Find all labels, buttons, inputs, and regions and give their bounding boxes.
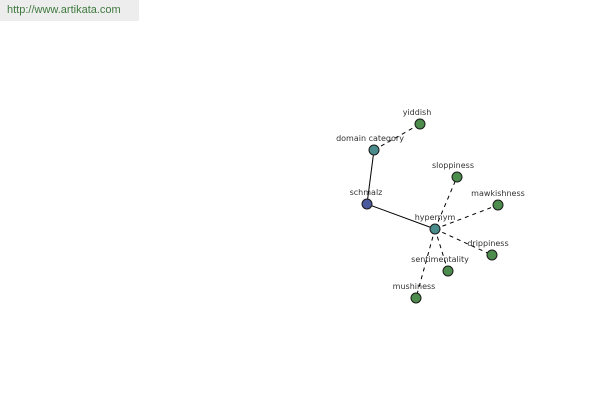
site-url-link[interactable]: http://www.artikata.com (0, 0, 139, 21)
node-label-domain: domain category (336, 134, 404, 143)
node-mawkishness[interactable] (492, 199, 504, 211)
graph-nodes: schmalz domain category yiddish hypernym slo… (336, 108, 525, 304)
node-hypernym[interactable] (429, 223, 441, 235)
node-label-schmalz: schmalz (350, 188, 383, 197)
node-label-sloppiness: sloppiness (432, 161, 474, 170)
edge-hypernym-sloppiness (434, 176, 458, 230)
node-label-hypernym: hypernym (415, 213, 456, 222)
edge-schmalz-hypernym (366, 203, 436, 230)
node-yiddish[interactable] (414, 118, 426, 130)
edge-hypernym-mawkishness (434, 204, 499, 230)
node-label-drippiness: drippiness (467, 239, 508, 248)
node-drippiness[interactable] (486, 249, 498, 261)
edge-hypernym-drippiness (434, 228, 493, 256)
node-sentimentality[interactable] (442, 265, 454, 277)
graph-edges (366, 123, 499, 299)
edge-hypernym-sentimentality (434, 228, 449, 272)
node-schmalz[interactable] (361, 198, 373, 210)
node-label-mawkishness: mawkishness (471, 189, 525, 198)
node-label-sentimentality: sentimentality (411, 255, 469, 264)
edge-domain-yiddish (373, 123, 421, 151)
edge-schmalz-domain (366, 149, 375, 205)
node-domain[interactable] (368, 144, 380, 156)
edge-hypernym-mushiness (415, 228, 436, 299)
node-sloppiness[interactable] (451, 171, 463, 183)
node-label-mushiness: mushiness (393, 282, 436, 291)
node-label-yiddish: yiddish (403, 108, 432, 117)
node-mushiness[interactable] (410, 292, 422, 304)
